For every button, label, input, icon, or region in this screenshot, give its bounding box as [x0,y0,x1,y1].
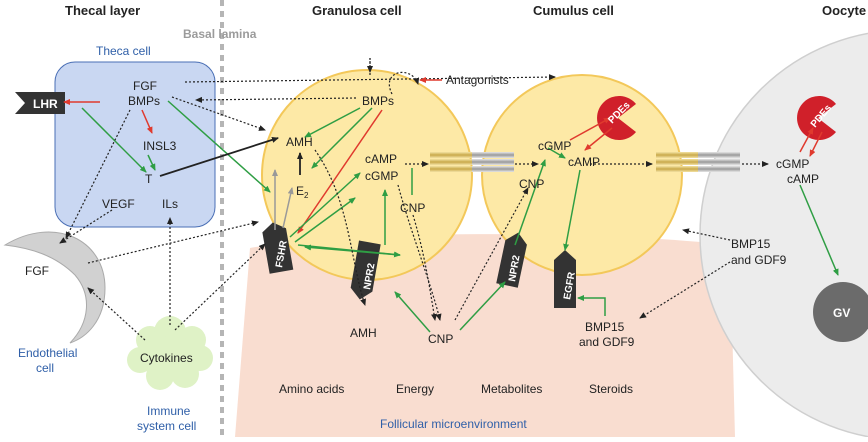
antagonists-label: Antagonists [446,73,509,87]
pdes-shape-cumulus [597,96,636,140]
npr2-label-granulosa: NPR2 [362,262,378,291]
amh-secreted: AMH [350,326,377,340]
oocyte-bmp15-line2: and GDF9 [731,253,787,267]
npr2-receptor-cumulus [496,232,527,288]
energy-label: Energy [396,382,434,396]
steroids-label: Steroids [589,382,633,396]
cumulus-bmp15-line1: BMP15 [585,320,625,334]
theca-fgf: FGF [133,79,157,93]
fshr-receptor [262,222,294,274]
cumulus-bmp15-line2: and GDF9 [579,335,635,349]
endothelial-label-line2: cell [36,361,54,375]
header-oocyte: Oocyte [822,3,866,18]
lhr-receptor [15,92,65,114]
estradiol-label: E2 [296,184,309,200]
granulosa-camp: cAMP [365,152,397,166]
granulosa-cgmp: cGMP [365,169,398,183]
gap-junction-granulosa-cumulus [430,152,514,172]
header-granulosa-cell: Granulosa cell [312,3,402,18]
theca-cell [54,61,216,228]
gv-label: GV [833,306,850,320]
vegf-label: VEGF [102,197,135,211]
insl3-label: INSL3 [143,139,177,153]
ils-label: ILs [162,197,178,211]
npr2-receptor-granulosa [350,240,381,300]
lhr-label: LHR [33,97,58,111]
endothelial-cell [3,231,106,344]
cytokines-label: Cytokines [140,351,193,365]
oocyte-cgmp: cGMP [776,157,809,171]
endothelial-label-line1: Endothelial [18,346,77,360]
follicular-microenvironment [235,234,735,437]
theca-cell-label: Theca cell [96,44,151,58]
header-thecal-layer: Thecal layer [65,3,140,18]
granulosa-cnp: CNP [400,201,425,215]
metabolites-label: Metabolites [481,382,542,396]
immune-system-cell [127,316,213,390]
immune-label-line1: Immune [147,404,191,418]
cnp-secreted: CNP [428,332,453,346]
egfr-label: EGFR [562,270,578,300]
cumulus-camp: cAMP [568,155,600,169]
follicular-microenvironment-label: Follicular microenvironment [380,417,527,431]
fshr-label: FSHR [274,239,290,268]
endothelial-fgf: FGF [25,264,49,278]
egfr-receptor [554,250,576,308]
gap-junction-cumulus-oocyte [656,152,740,172]
granulosa-amh: AMH [286,135,313,149]
oocyte-camp: cAMP [787,172,819,186]
pdes-shape-oocyte [797,96,836,140]
npr2-label-cumulus: NPR2 [507,254,523,283]
testosterone-label: T [145,172,153,186]
immune-label-line2: system cell [137,419,196,433]
cumulus-cgmp: cGMP [538,139,571,153]
oocyte-bmp15-line1: BMP15 [731,237,771,251]
header-basal-lamina: Basal lamina [183,27,257,41]
germinal-vesicle [813,282,868,342]
cumulus-cnp: CNP [519,177,544,191]
theca-bmps: BMPs [128,94,160,108]
cumulus-cell [481,74,683,276]
amino-acids-label: Amino acids [279,382,344,396]
header-cumulus-cell: Cumulus cell [533,3,614,18]
granulosa-bmps: BMPs [362,94,394,108]
